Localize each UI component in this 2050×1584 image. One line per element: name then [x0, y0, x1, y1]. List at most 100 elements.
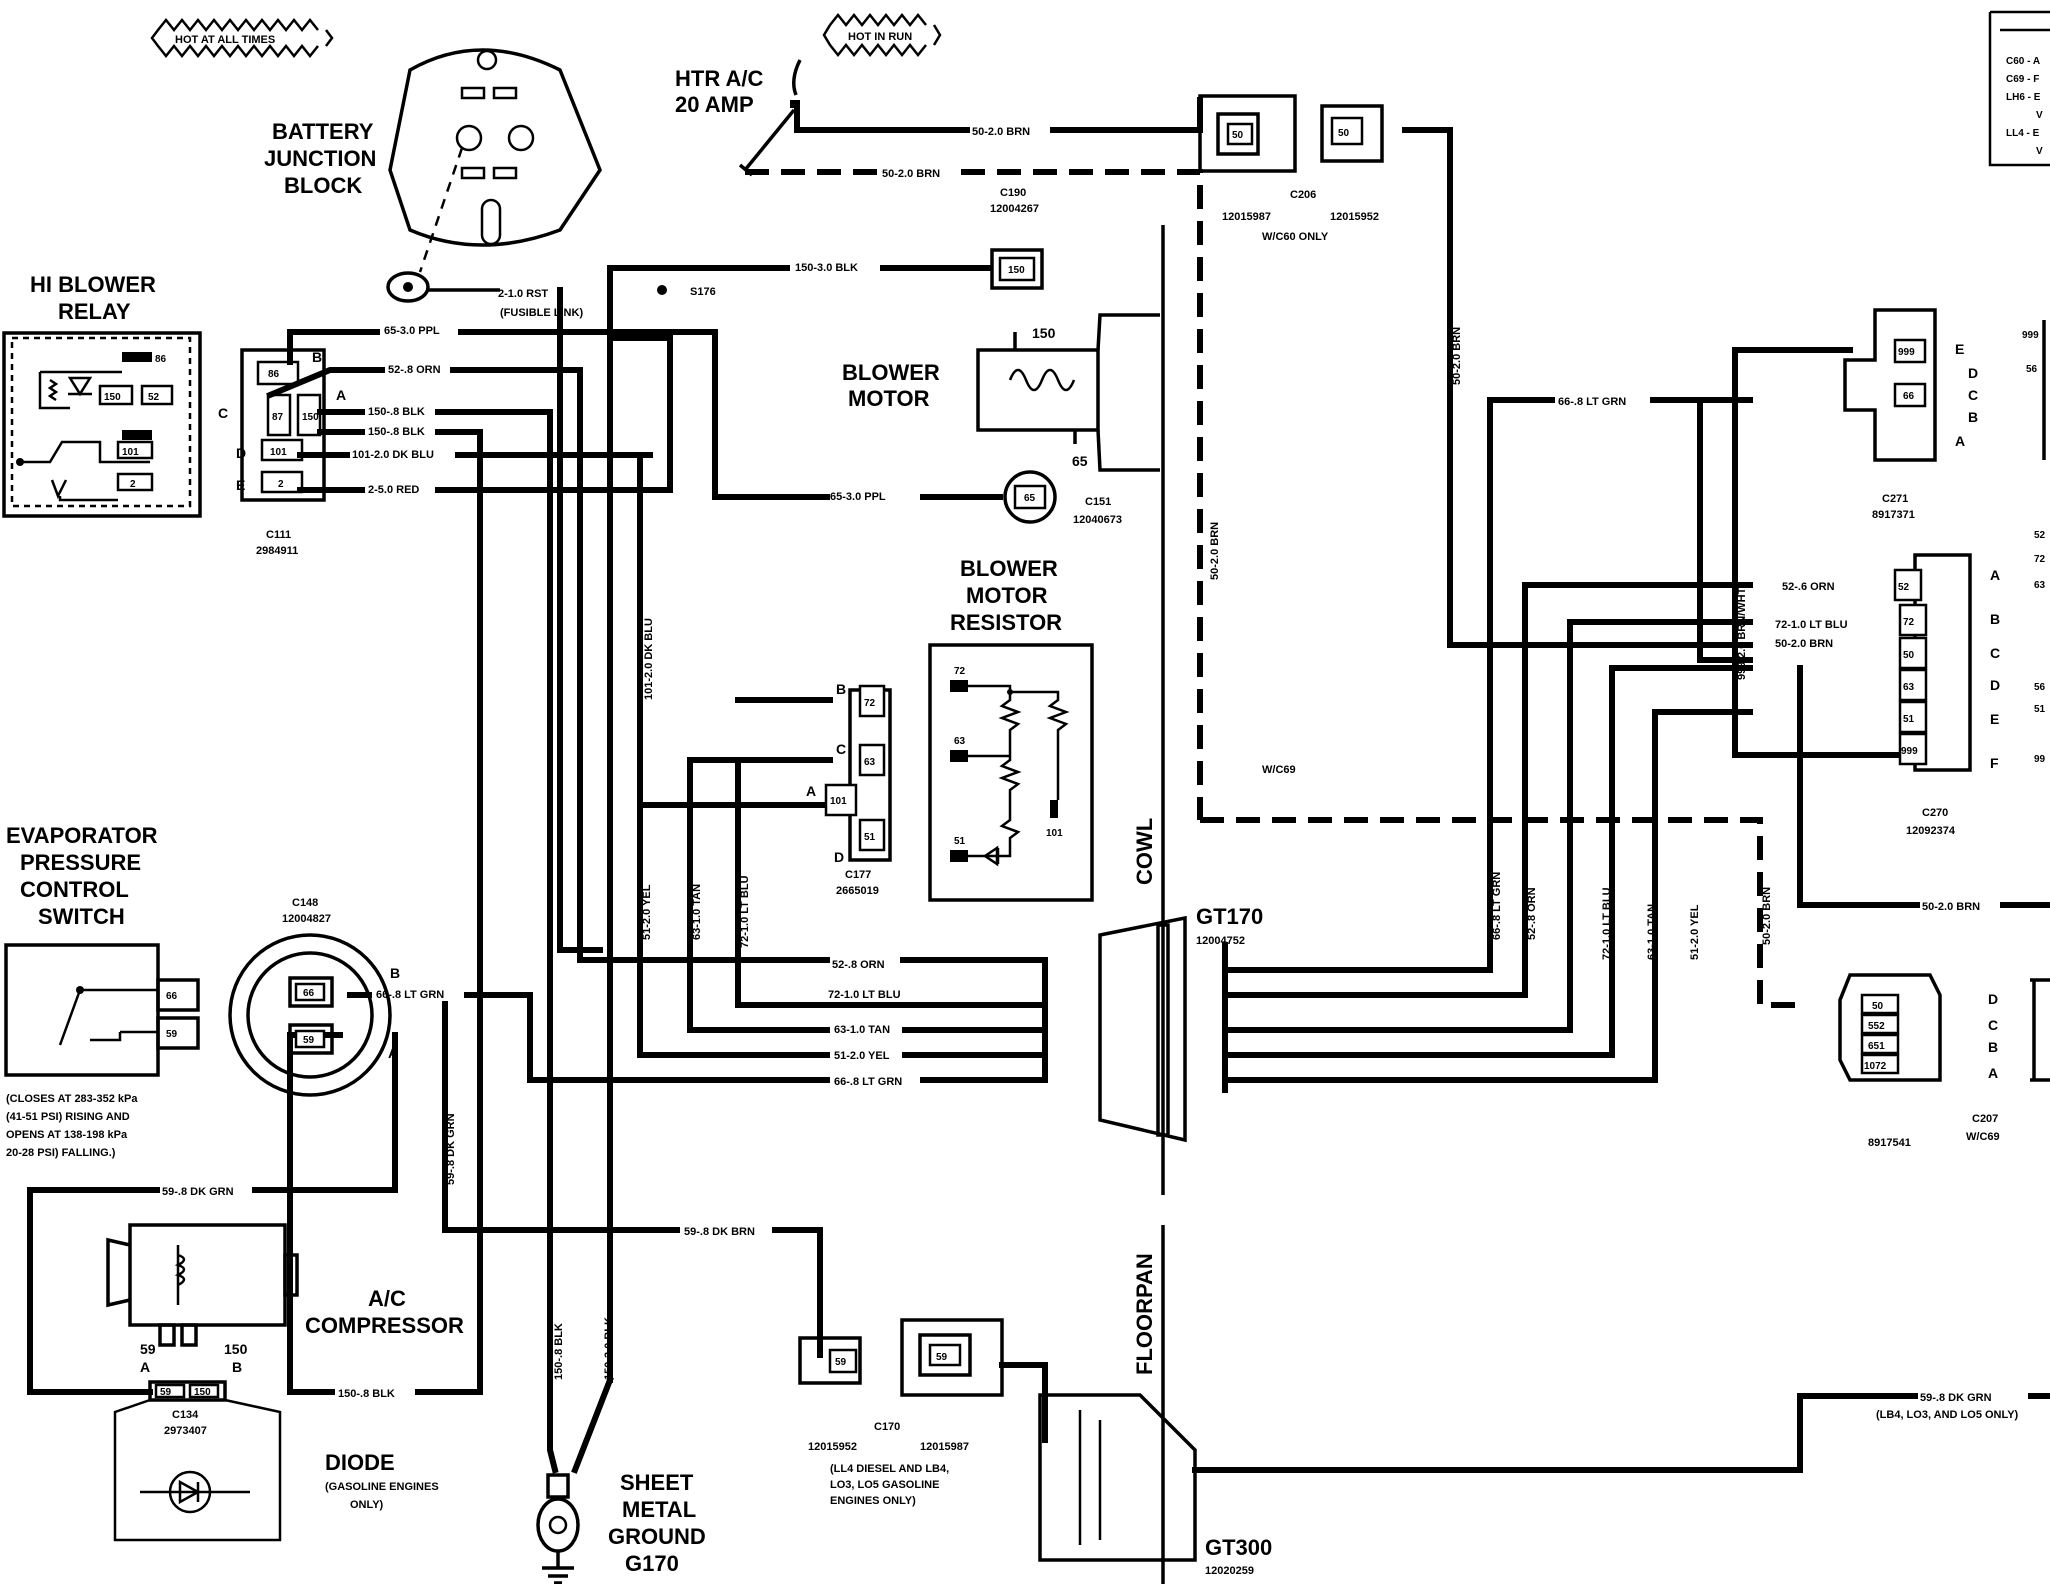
wire-label: 51-2.0 YEL: [834, 1050, 890, 1062]
c270-pin: 72: [1903, 617, 1915, 628]
c148-letter: A: [388, 1045, 398, 1061]
c177-pin: 51: [864, 832, 876, 843]
c111-pin: 150: [302, 412, 319, 423]
c270-pin: 63: [1903, 682, 1915, 693]
edge-pin: 99: [2034, 754, 2046, 765]
relay-label-2: RELAY: [58, 299, 131, 324]
wire-label: 150-3.0 BLK: [603, 1317, 615, 1380]
c111-pin: 86: [268, 369, 280, 380]
c148-letter: B: [390, 965, 400, 981]
c270-pin: 50: [1903, 650, 1915, 661]
cowl-bulkhead: COWL FLOORPAN GT170 12004752: [1098, 225, 1263, 1584]
c170-note: LO3, LO5 GASOLINE: [830, 1479, 939, 1491]
wire-label: 63-1.0 TAN: [691, 884, 703, 940]
wire-label: 66-.8 LT GRN: [376, 989, 444, 1001]
wire-label: (FUSIBLE LINK): [500, 307, 583, 319]
blower-pin: 150: [1032, 325, 1056, 341]
diode-label: DIODE: [325, 1450, 395, 1475]
c207-letter: A: [1988, 1065, 1998, 1081]
blower-label-1: BLOWER: [842, 360, 940, 385]
legend-line: LH6 - E: [2006, 92, 2041, 103]
c170-note: (LL4 DIESEL AND LB4,: [830, 1463, 949, 1475]
connector-c270: 52 72 50 63 51 999 A B C D E F C270 1209…: [1893, 553, 2000, 837]
bjb-label-1: BATTERY: [272, 119, 374, 144]
ground-label-3: GROUND: [608, 1524, 706, 1549]
evap-label-1: EVAPORATOR: [6, 823, 158, 848]
ring-terminal: [386, 271, 500, 303]
c206-label: C206: [1290, 189, 1316, 201]
c271-letter: D: [1968, 365, 1978, 381]
evap-note: 20-28 PSI) FALLING.): [6, 1147, 116, 1159]
floorpan-label: FLOORPAN: [1132, 1253, 1157, 1375]
blower-motor-resistor: BLOWER MOTOR RESISTOR 72 63 51 101: [928, 556, 1094, 902]
wire-label: 52-.8 ORN: [388, 364, 441, 376]
c134-pin: 59: [160, 1387, 172, 1398]
connector-c151: 65 C151 12040673: [1003, 470, 1122, 526]
c134-pin: 150: [194, 1387, 211, 1398]
c270-pin: 51: [1903, 714, 1915, 725]
c270-letter: B: [1990, 611, 2000, 627]
compressor-letter: B: [232, 1359, 242, 1375]
c170-part: 12015952: [808, 1441, 857, 1453]
wire-label: 999-2.0 BRN/WHT: [1736, 587, 1748, 680]
c206-note: W/C60 ONLY: [1262, 231, 1329, 243]
wire-label: 101-2.0 DK BLU: [352, 449, 434, 461]
c170-pin: 59: [835, 1357, 847, 1368]
hot-in-run-label: HOT IN RUN: [848, 31, 912, 43]
c207-pin: 651: [1868, 1041, 1885, 1052]
evap-note: (41-51 PSI) RISING AND: [6, 1111, 130, 1123]
c177-letter: A: [806, 783, 816, 799]
hot-at-all-times-label: HOT AT ALL TIMES: [175, 34, 275, 46]
relay-pin-101: 101: [122, 447, 139, 458]
c170-label: C170: [874, 1421, 900, 1433]
ground-label-1: SHEET: [620, 1470, 694, 1495]
c151-label: C151: [1085, 496, 1111, 508]
right-edge-pins: 999 56 52 72 63 56 51 99: [2022, 320, 2050, 1082]
note-hot-at-all-times: HOT AT ALL TIMES: [150, 17, 334, 59]
fuse-label-2: 20 AMP: [675, 92, 754, 117]
c271-part: 8917371: [1872, 509, 1915, 521]
battery-junction-block: BATTERY JUNCTION BLOCK: [264, 48, 602, 273]
c270-letter: C: [1990, 645, 2000, 661]
wire-label: 101-2.0 DK BLU: [643, 618, 655, 700]
c170-note: ENGINES ONLY): [830, 1495, 916, 1507]
relay-pin-52: 52: [148, 392, 160, 403]
note-hot-in-run: HOT IN RUN: [822, 12, 942, 58]
c270-letter: F: [1990, 755, 1999, 771]
c271-letter: C: [1968, 387, 1978, 403]
compressor-label-2: COMPRESSOR: [305, 1313, 464, 1338]
resistor-pin: 101: [1046, 828, 1063, 839]
wire-label: 2-5.0 RED: [368, 484, 419, 496]
resistor-label-1: BLOWER: [960, 556, 1058, 581]
edge-pin: 51: [2034, 704, 2046, 715]
evap-label-2: PRESSURE: [20, 850, 141, 875]
wire-label: 72-1.0 LT BLU: [739, 875, 751, 948]
c177-pin: 72: [864, 698, 876, 709]
c111-letter: A: [336, 387, 346, 403]
wire-label: 50-2.0 BRN: [1922, 901, 1980, 913]
c177-letter: C: [836, 741, 846, 757]
edge-pin: 999: [2022, 330, 2039, 341]
c207-letter: C: [1988, 1017, 1998, 1033]
wires-left-harness: [27, 265, 1048, 1395]
c207-pin: 50: [1872, 1001, 1884, 1012]
edge-pin: 63: [2034, 580, 2046, 591]
wire-label: 52-.6 ORN: [1782, 581, 1835, 593]
gt170-part: 12004752: [1196, 935, 1245, 947]
c148-label: C148: [292, 897, 318, 909]
ac-compressor: A/C COMPRESSOR 59 150 A B: [106, 1223, 464, 1375]
diode-note: ONLY): [350, 1499, 384, 1511]
wire-label: 72-1.0 LT BLU: [1601, 887, 1613, 960]
fuse-label-1: HTR A/C: [675, 66, 764, 91]
edge-pin: 72: [2034, 554, 2046, 565]
c270-pin: 52: [1898, 582, 1910, 593]
c111-letter: D: [236, 445, 246, 461]
resistor-pin: 51: [954, 836, 966, 847]
hi-blower-relay: HI BLOWER RELAY 86 150 52 101 2: [2, 272, 202, 518]
c148-pin: 59: [303, 1035, 315, 1046]
relay-pin-86: 86: [155, 354, 167, 365]
edge-pin: 52: [2034, 530, 2046, 541]
c170-pin: 59: [936, 1352, 948, 1363]
connector-c190: 150 C190 12004267: [990, 187, 1044, 290]
c206-pin: 50: [1232, 130, 1244, 141]
